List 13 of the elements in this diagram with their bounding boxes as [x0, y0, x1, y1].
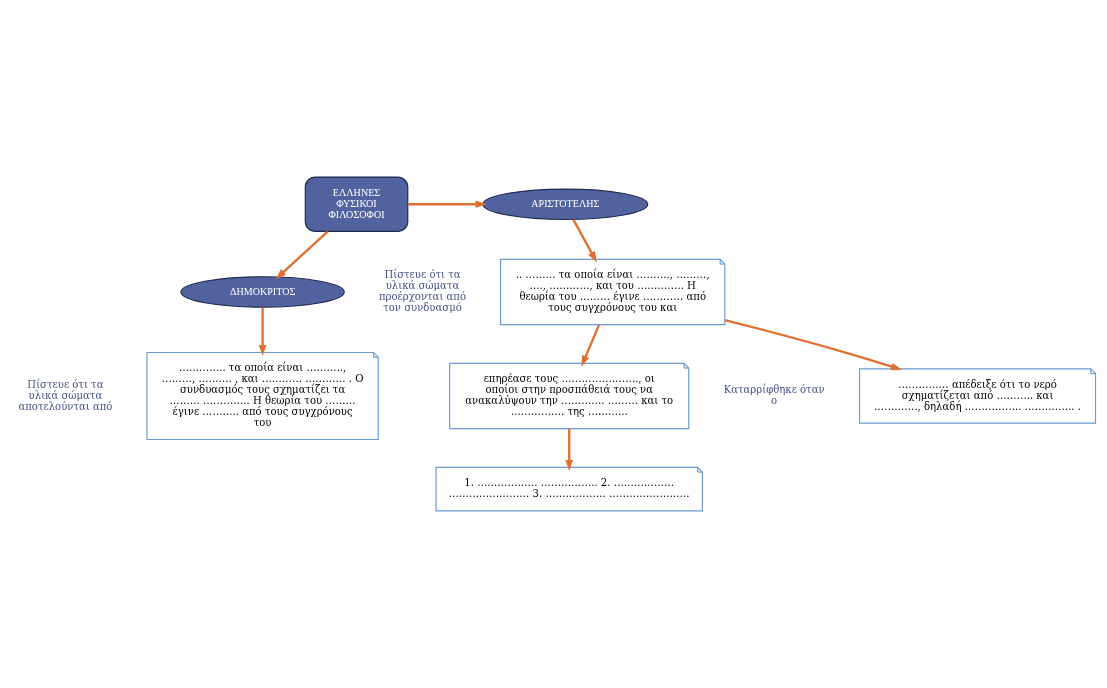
arrow: [565, 428, 574, 471]
arrow: [581, 324, 601, 367]
node-label: Καταρρίφθηκε όταν ο: [723, 384, 825, 407]
arrow: [724, 319, 902, 371]
node-box: ΕΛΛΗΝΕΣ ΦΥΣΙΚΟΙ ΦΙΛΟΣΟΦΟΙ: [304, 176, 409, 232]
arrow: [572, 219, 597, 263]
node-ellipse: ΑΡΙΣΤΟΤΕΛΗΣ: [482, 188, 649, 221]
arrow: [258, 307, 267, 356]
node-label: Πίστευε ότι τα υλικά σώματα αποτελούνται από: [18, 378, 113, 412]
node-ellipse: ΔΗΜΟΚΡΙΤΟΣ: [180, 276, 345, 308]
arrow: [275, 230, 329, 280]
node-label: Πίστευε ότι τα υλικά σώματα προέρχονται από τον συνδυασμό: [378, 269, 467, 313]
arrow: [407, 200, 487, 209]
